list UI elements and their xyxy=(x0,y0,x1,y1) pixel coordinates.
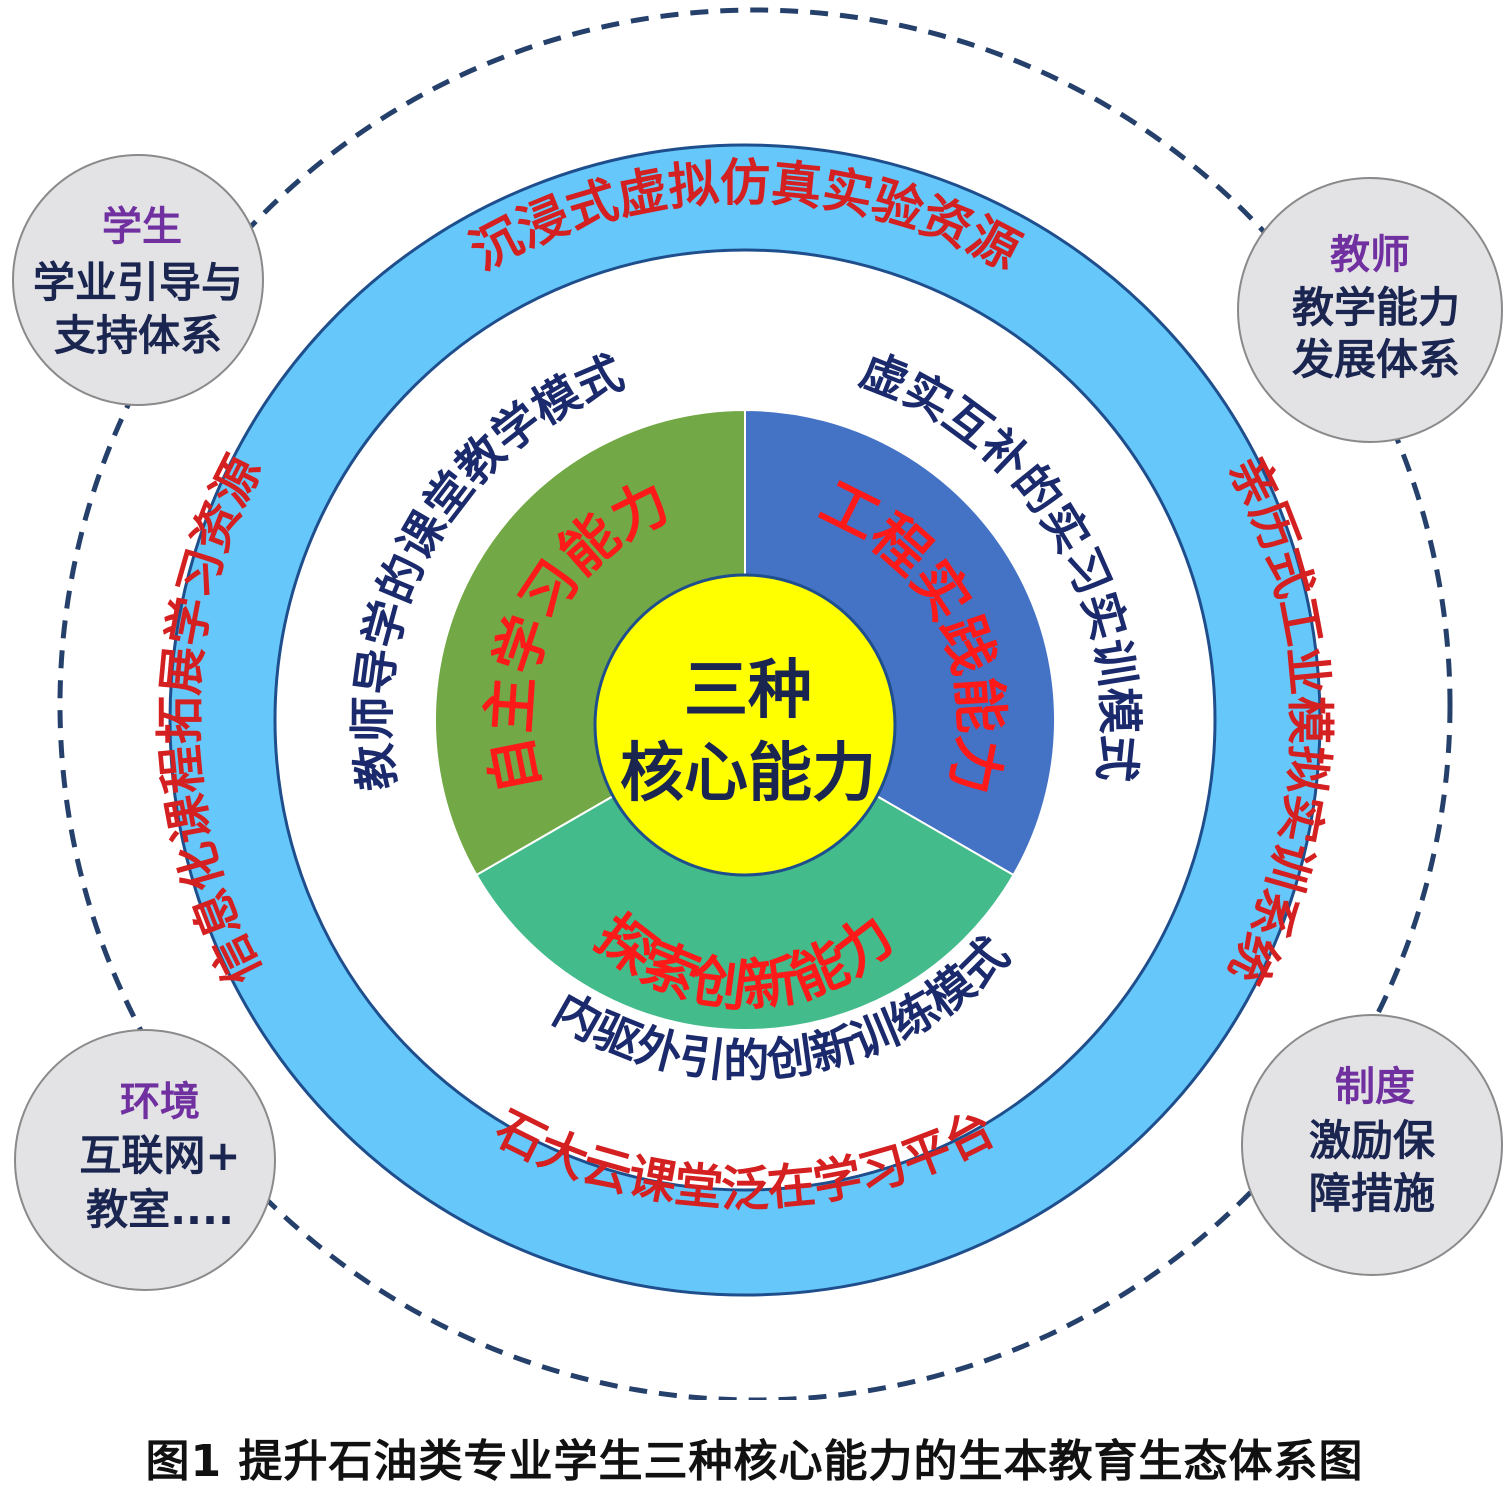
satellite-teacher-line1: 教学能力 xyxy=(1292,283,1460,332)
core-circle xyxy=(593,573,897,877)
satellite-environment-line1: 互联网+ xyxy=(79,1131,240,1180)
satellite-environment-line2: 教室.... xyxy=(86,1185,234,1234)
satellite-environment-title: 环境 xyxy=(120,1079,200,1125)
diagram-canvas: 三种 核心能力 自主学习能力 工程实践能力 探索创新能力 教师导学的课堂教学模式… xyxy=(12,7,1503,1403)
core-title-line1: 三种 xyxy=(684,654,812,728)
satellite-system-line2: 障措施 xyxy=(1309,1169,1435,1218)
satellite-system: 制度 激励保 障措施 xyxy=(1241,1014,1503,1276)
satellite-student-line1: 学业引导与 xyxy=(33,258,243,307)
satellite-system-line1: 激励保 xyxy=(1309,1116,1436,1165)
satellite-teacher-title: 教师 xyxy=(1330,232,1410,278)
figure-caption: 图1 提升石油类专业学生三种核心能力的生本教育生态体系图 xyxy=(145,1436,1364,1487)
satellite-student: 学生 学业引导与 支持体系 xyxy=(12,154,264,406)
satellite-student-title: 学生 xyxy=(102,204,182,250)
satellite-teacher-line2: 发展体系 xyxy=(1292,335,1460,384)
satellite-student-line2: 支持体系 xyxy=(54,311,222,360)
satellite-teacher: 教师 教学能力 发展体系 xyxy=(1237,177,1503,443)
satellite-environment: 环境 互联网+ 教室.... xyxy=(14,1029,276,1291)
satellite-system-title: 制度 xyxy=(1335,1064,1415,1110)
core-title-line2: 核心能力 xyxy=(620,737,876,811)
